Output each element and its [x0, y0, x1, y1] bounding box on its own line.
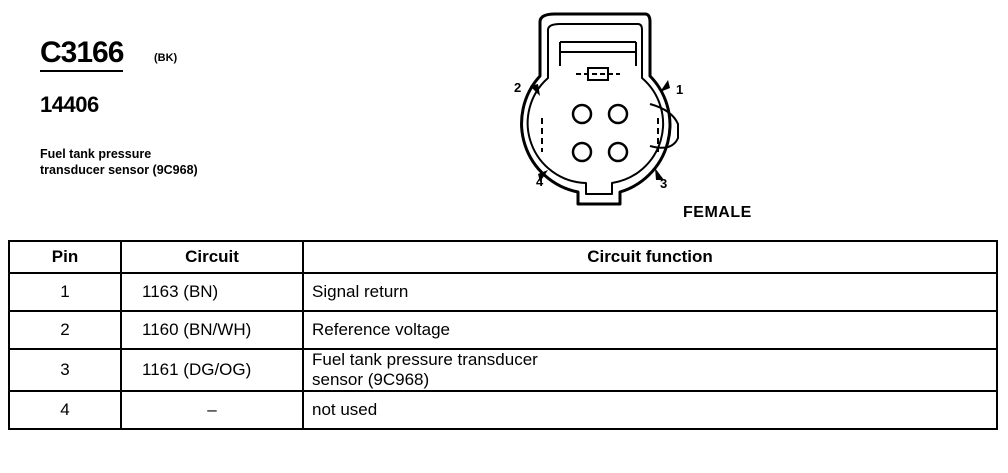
connector-description: Fuel tank pressure transducer sensor (9C…: [40, 146, 280, 178]
pin-cell: 2: [8, 310, 122, 350]
function-line-1: Fuel tank pressure transducer: [312, 350, 538, 369]
description-line-2: transducer sensor (9C968): [40, 163, 198, 177]
pin-cell: 3: [8, 348, 122, 392]
function-cell: Fuel tank pressure transducer sensor (9C…: [302, 348, 998, 392]
pin-cell: 1: [8, 272, 122, 312]
connector-gender-label: FEMALE: [683, 204, 752, 221]
connector-shell-inner: [526, 23, 665, 195]
pin-4-pointer: [538, 170, 548, 182]
pin-label-2: 2: [514, 80, 521, 95]
pin-1-pointer: [660, 80, 670, 92]
part-number: 14406: [40, 92, 99, 117]
table-row: 3 1161 (DG/OG) Fuel tank pressure transd…: [8, 348, 998, 392]
description-line-1: Fuel tank pressure: [40, 147, 152, 161]
circuit-cell: 1161 (DG/OG): [120, 348, 304, 392]
function-cell: not used: [302, 390, 998, 430]
pin-2-pointer: [530, 84, 540, 96]
table-row: 1 1163 (BN) Signal return: [8, 272, 998, 312]
pin-cavity-1: [607, 103, 629, 125]
connector-id: C3166: [40, 38, 124, 72]
pin-cavity-3: [607, 141, 629, 163]
pin-label-3: 3: [660, 176, 667, 191]
pin-cell: 4: [8, 390, 122, 430]
circuit-cell: 1160 (BN/WH): [120, 310, 304, 350]
function-line-1: not used: [312, 400, 378, 419]
pin-cavity-2: [571, 103, 593, 125]
header-circuit-function: Circuit function: [302, 240, 998, 274]
pin-label-4: 4: [536, 174, 544, 189]
function-line-1: Signal return: [312, 282, 409, 301]
pin-label-1: 1: [676, 82, 683, 97]
circuit-cell: –: [120, 390, 304, 430]
function-cell: Reference voltage: [302, 310, 998, 350]
function-line-1: Reference voltage: [312, 320, 450, 339]
header-pin: Pin: [8, 240, 122, 274]
table-row: 4 – not used: [8, 390, 998, 430]
table-row: 2 1160 (BN/WH) Reference voltage: [8, 310, 998, 350]
key-tab-right: [649, 103, 679, 149]
connector-color-code: (BK): [154, 52, 178, 64]
function-line-2: sensor (9C968): [312, 370, 430, 389]
pinout-table: Pin Circuit Circuit function 1 1163 (BN)…: [8, 240, 998, 430]
pin-cavity-4: [571, 141, 593, 163]
function-cell: Signal return: [302, 272, 998, 312]
connector-shell-outer: [520, 12, 672, 206]
table-header-row: Pin Circuit Circuit function: [8, 240, 998, 274]
connector-face-diagram: 1 2 3 4: [514, 12, 683, 206]
header-circuit: Circuit: [120, 240, 304, 274]
pin-3-pointer: [655, 168, 664, 180]
circuit-cell: 1163 (BN): [120, 272, 304, 312]
